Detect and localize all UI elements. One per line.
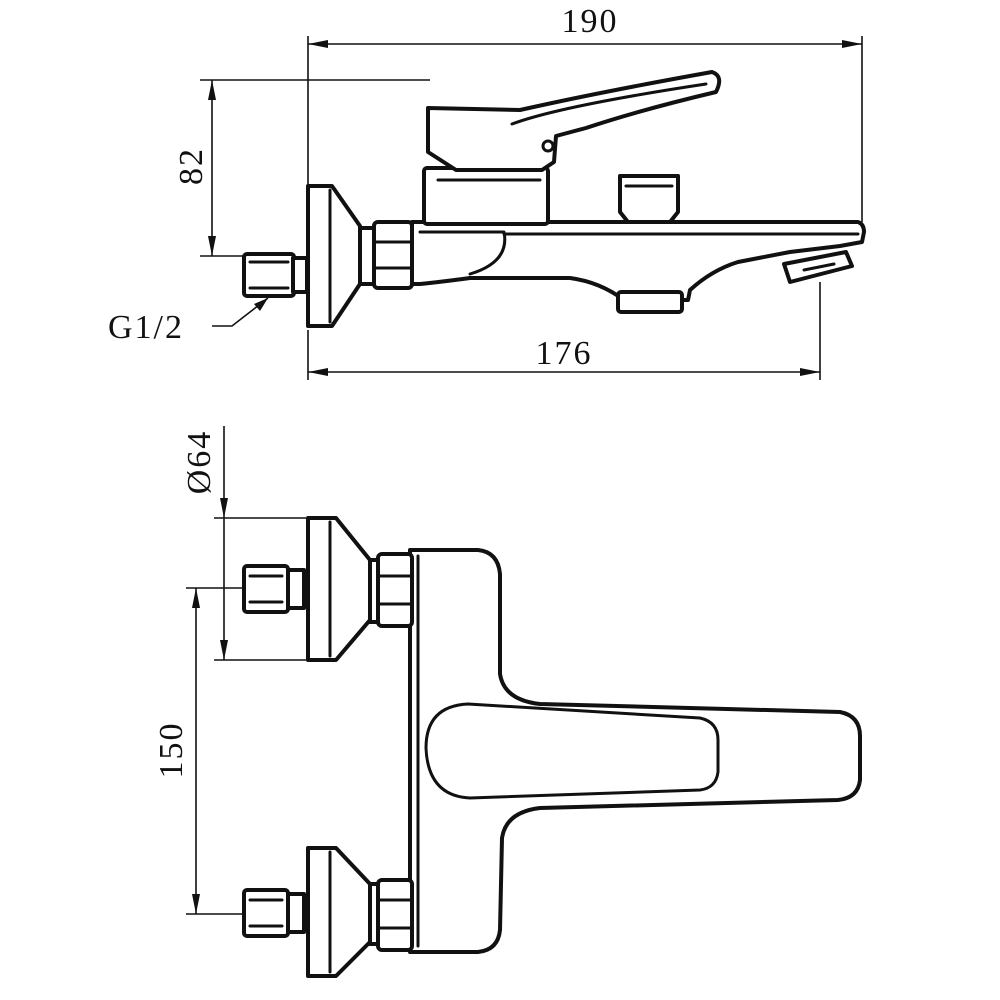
side-bottom-outlet <box>616 290 684 314</box>
top-upper-inlet <box>242 516 414 662</box>
side-wall-flange <box>306 184 362 328</box>
dim-height: 82 <box>173 79 430 257</box>
side-hex-nut <box>358 220 414 290</box>
dim-flange-diameter: Ø64 <box>181 426 306 661</box>
top-lower-inlet <box>242 846 414 978</box>
side-inlet-connector <box>242 252 309 298</box>
side-cartridge-housing <box>422 166 550 226</box>
side-view: 190 82 G1/2 176 <box>108 3 866 380</box>
side-spout-body <box>410 220 866 302</box>
thread-label: G1/2 <box>108 309 184 346</box>
dim-label-150: 150 <box>153 722 190 779</box>
dim-spout-reach: 176 <box>307 282 821 380</box>
dim-label-176: 176 <box>536 335 593 372</box>
side-lever-handle <box>426 70 722 172</box>
dim-overall-length: 190 <box>307 3 863 222</box>
dim-label-diameter: Ø64 <box>181 430 218 495</box>
top-view: Ø64 150 <box>153 426 862 978</box>
dim-label-190: 190 <box>562 3 619 40</box>
dim-thread: G1/2 <box>108 297 269 346</box>
side-diverter-knob <box>618 174 680 224</box>
dim-label-82: 82 <box>173 147 210 185</box>
dim-inlet-centers: 150 <box>153 587 244 915</box>
top-body-lever <box>408 548 862 954</box>
top-lever-recess <box>424 702 720 800</box>
